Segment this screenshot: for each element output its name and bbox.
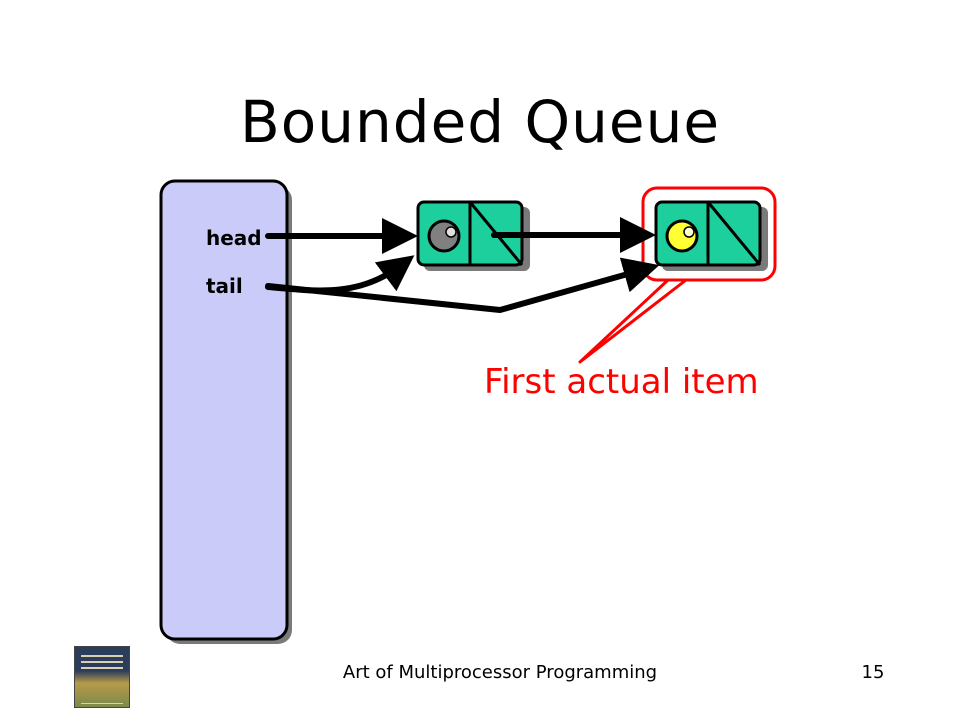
queue-object xyxy=(159,179,292,644)
tail-pointer-arrow-new xyxy=(265,257,660,313)
pointer-arrows xyxy=(265,217,660,313)
head-field-label: head xyxy=(206,226,262,250)
page-number: 15 xyxy=(861,662,885,683)
queue-object-box xyxy=(159,179,289,641)
slide-title: Bounded Queue xyxy=(239,88,721,156)
slide-footer: Art of Multiprocessor Programming xyxy=(342,662,658,683)
first-item-node xyxy=(654,200,768,271)
book-cover-icon xyxy=(74,646,130,708)
callout-label: First actual item xyxy=(484,362,759,402)
tail-field-label: tail xyxy=(206,274,243,298)
